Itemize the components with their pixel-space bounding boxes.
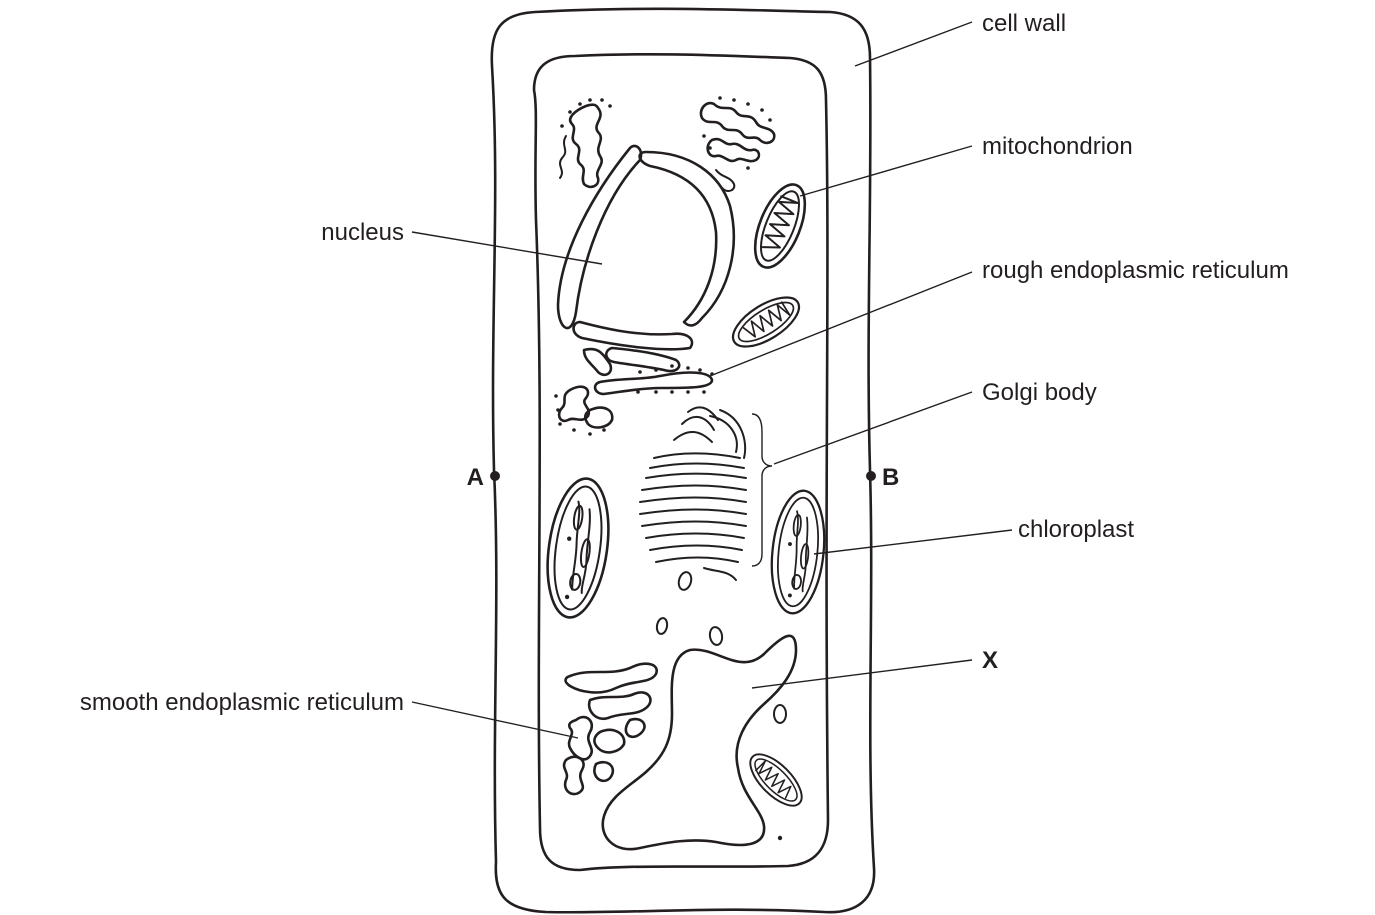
label-smooth-er: smooth endoplasmic reticulum (80, 689, 404, 716)
chloroplast-right (766, 488, 830, 616)
rough-er-lower (554, 348, 714, 436)
mitochondrion-upper (745, 178, 815, 275)
nucleus-envelope (558, 146, 734, 349)
label-nucleus: nucleus (321, 219, 404, 246)
golgi-body (640, 407, 746, 580)
label-cell-wall: cell wall (982, 10, 1066, 37)
mitochondrion-middle (725, 288, 806, 356)
vesicles (656, 571, 786, 840)
label-mitochondrion: mitochondrion (982, 133, 1133, 160)
cell-wall-outline (492, 9, 874, 912)
golgi-bracket (752, 414, 772, 566)
label-point-b: B (882, 464, 899, 491)
point-b-marker (866, 471, 876, 481)
label-rough-er: rough endoplasmic reticulum (982, 257, 1289, 284)
label-x: X (982, 647, 998, 674)
point-a-marker (490, 471, 500, 481)
rough-er-top-left (560, 98, 612, 187)
label-point-a: A (467, 464, 484, 491)
label-chloroplast: chloroplast (1018, 516, 1134, 543)
chloroplast-left (540, 475, 617, 622)
label-golgi-body: Golgi body (982, 379, 1097, 406)
